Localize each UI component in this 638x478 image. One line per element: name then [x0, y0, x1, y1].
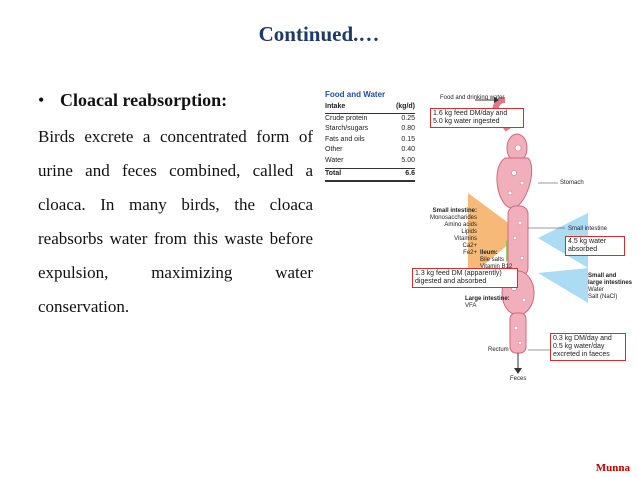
- body-paragraph: Birds excrete a concentrated form of uri…: [38, 127, 313, 316]
- si-item: Monosaccharides: [429, 215, 477, 221]
- small-large-line1: Small and: [588, 273, 617, 279]
- small-intestine-left-labels: Small intestine: Monosaccharides Amino a…: [415, 208, 477, 257]
- ileum-item: Bile salts: [480, 257, 505, 263]
- food-water-table: Food and Water Intake (kg/d) Crude prote…: [325, 90, 415, 182]
- si-item: Fe2+: [463, 250, 477, 256]
- digestive-tract-diagram: Food and drinking water 1.6 kg feed DM/d…: [410, 88, 635, 388]
- box-intake-line2: 5.0 kg water ingested: [433, 118, 500, 125]
- row-label: Fats and oils: [325, 135, 365, 143]
- large-int-item: VFA: [465, 303, 477, 309]
- bullet-heading-line: • Cloacal reabsorption:: [38, 90, 227, 111]
- ileum-labels: Ileum: Bile salts Vitamin B12: [480, 250, 512, 271]
- table-row: Crude protein 0.25: [325, 114, 415, 125]
- ileum-item: Vitamin B12: [480, 264, 513, 270]
- large-intestine-labels: Large intestine: VFA: [465, 296, 510, 310]
- row-value: 0.80: [401, 125, 415, 132]
- total-label: Total: [325, 170, 342, 177]
- box-excreted-line1: 0.3 kg DM/day and: [553, 335, 612, 342]
- small-large-water: Water: [588, 287, 604, 293]
- box-digested-line1: 1.3 kg feed DM (apparently): [415, 270, 502, 277]
- si-item: Amino acids: [444, 222, 477, 228]
- box-water-absorbed: 4.5 kg water absorbed: [565, 236, 625, 256]
- label-food-drinking: Food and drinking water: [440, 95, 505, 101]
- table-title: Food and Water: [325, 90, 386, 99]
- table-total-row: Total 6.6: [325, 168, 415, 182]
- large-int-title: Large intestine:: [465, 296, 510, 302]
- label-rectum: Rectum: [488, 347, 509, 353]
- table-row: Other 0.40: [325, 145, 415, 156]
- box-digested: 1.3 kg feed DM (apparently) digested and…: [412, 268, 518, 288]
- bullet-symbol: •: [38, 90, 45, 110]
- small-large-salt: Salt (NaCl): [588, 294, 618, 300]
- row-value: 0.25: [401, 114, 415, 122]
- box-intake: 1.6 kg feed DM/day and 5.0 kg water inge…: [430, 108, 524, 128]
- table-row: Starch/sugars 0.80: [325, 124, 415, 135]
- small-large-line2: large intestines: [588, 280, 633, 286]
- box-digested-line2: digested and absorbed: [415, 278, 487, 285]
- label-stomach: Stomach: [560, 180, 584, 186]
- slide-title: Continued.…: [258, 22, 380, 46]
- label-feces: Feces: [510, 376, 527, 382]
- water-absorption-arrow-lower: [538, 268, 588, 303]
- nutrient-absorption-arrow: [468, 193, 522, 278]
- author-name: Munna: [595, 462, 630, 474]
- table-row: Water 5.00: [325, 156, 415, 167]
- box-water-line1: 4.5 kg water: [568, 238, 607, 245]
- si-item: Lipids: [461, 229, 477, 235]
- stomach-organ: [496, 157, 533, 209]
- row-label: Other: [325, 146, 343, 153]
- table-row: Fats and oils 0.15: [325, 135, 415, 146]
- small-large-labels: Small and large intestines Water Salt (N…: [588, 273, 632, 301]
- box-excreted-line3: excreted in faeces: [553, 351, 610, 358]
- box-intake-line1: 1.6 kg feed DM/day and: [433, 110, 508, 117]
- label-small-intestine-right: Small intestine: [568, 226, 608, 232]
- rectum-organ: [509, 312, 527, 354]
- row-value: 0.15: [401, 135, 415, 143]
- row-value: 5.00: [401, 156, 415, 164]
- header-unit: (kg/d): [395, 103, 415, 110]
- total-value: 6.6: [405, 170, 415, 177]
- box-excreted-line2: 0.5 kg water/day: [553, 343, 605, 350]
- row-value: 0.40: [401, 146, 415, 153]
- box-water-line2: absorbed: [568, 246, 598, 253]
- box-excreted: 0.3 kg DM/day and 0.5 kg water/day excre…: [550, 333, 626, 361]
- si-item: Ca2+: [462, 243, 477, 249]
- row-label: Starch/sugars: [325, 125, 369, 132]
- row-label: Crude protein: [325, 114, 368, 122]
- bullet-heading: Cloacal reabsorption:: [60, 90, 228, 110]
- table-header-row: Intake (kg/d): [325, 102, 415, 114]
- si-left-title: Small intestine:: [432, 208, 477, 214]
- ileum-title: Ileum:: [480, 250, 498, 256]
- row-label: Water: [325, 156, 344, 164]
- header-intake: Intake: [325, 103, 346, 110]
- si-item: Vitamins: [454, 236, 477, 242]
